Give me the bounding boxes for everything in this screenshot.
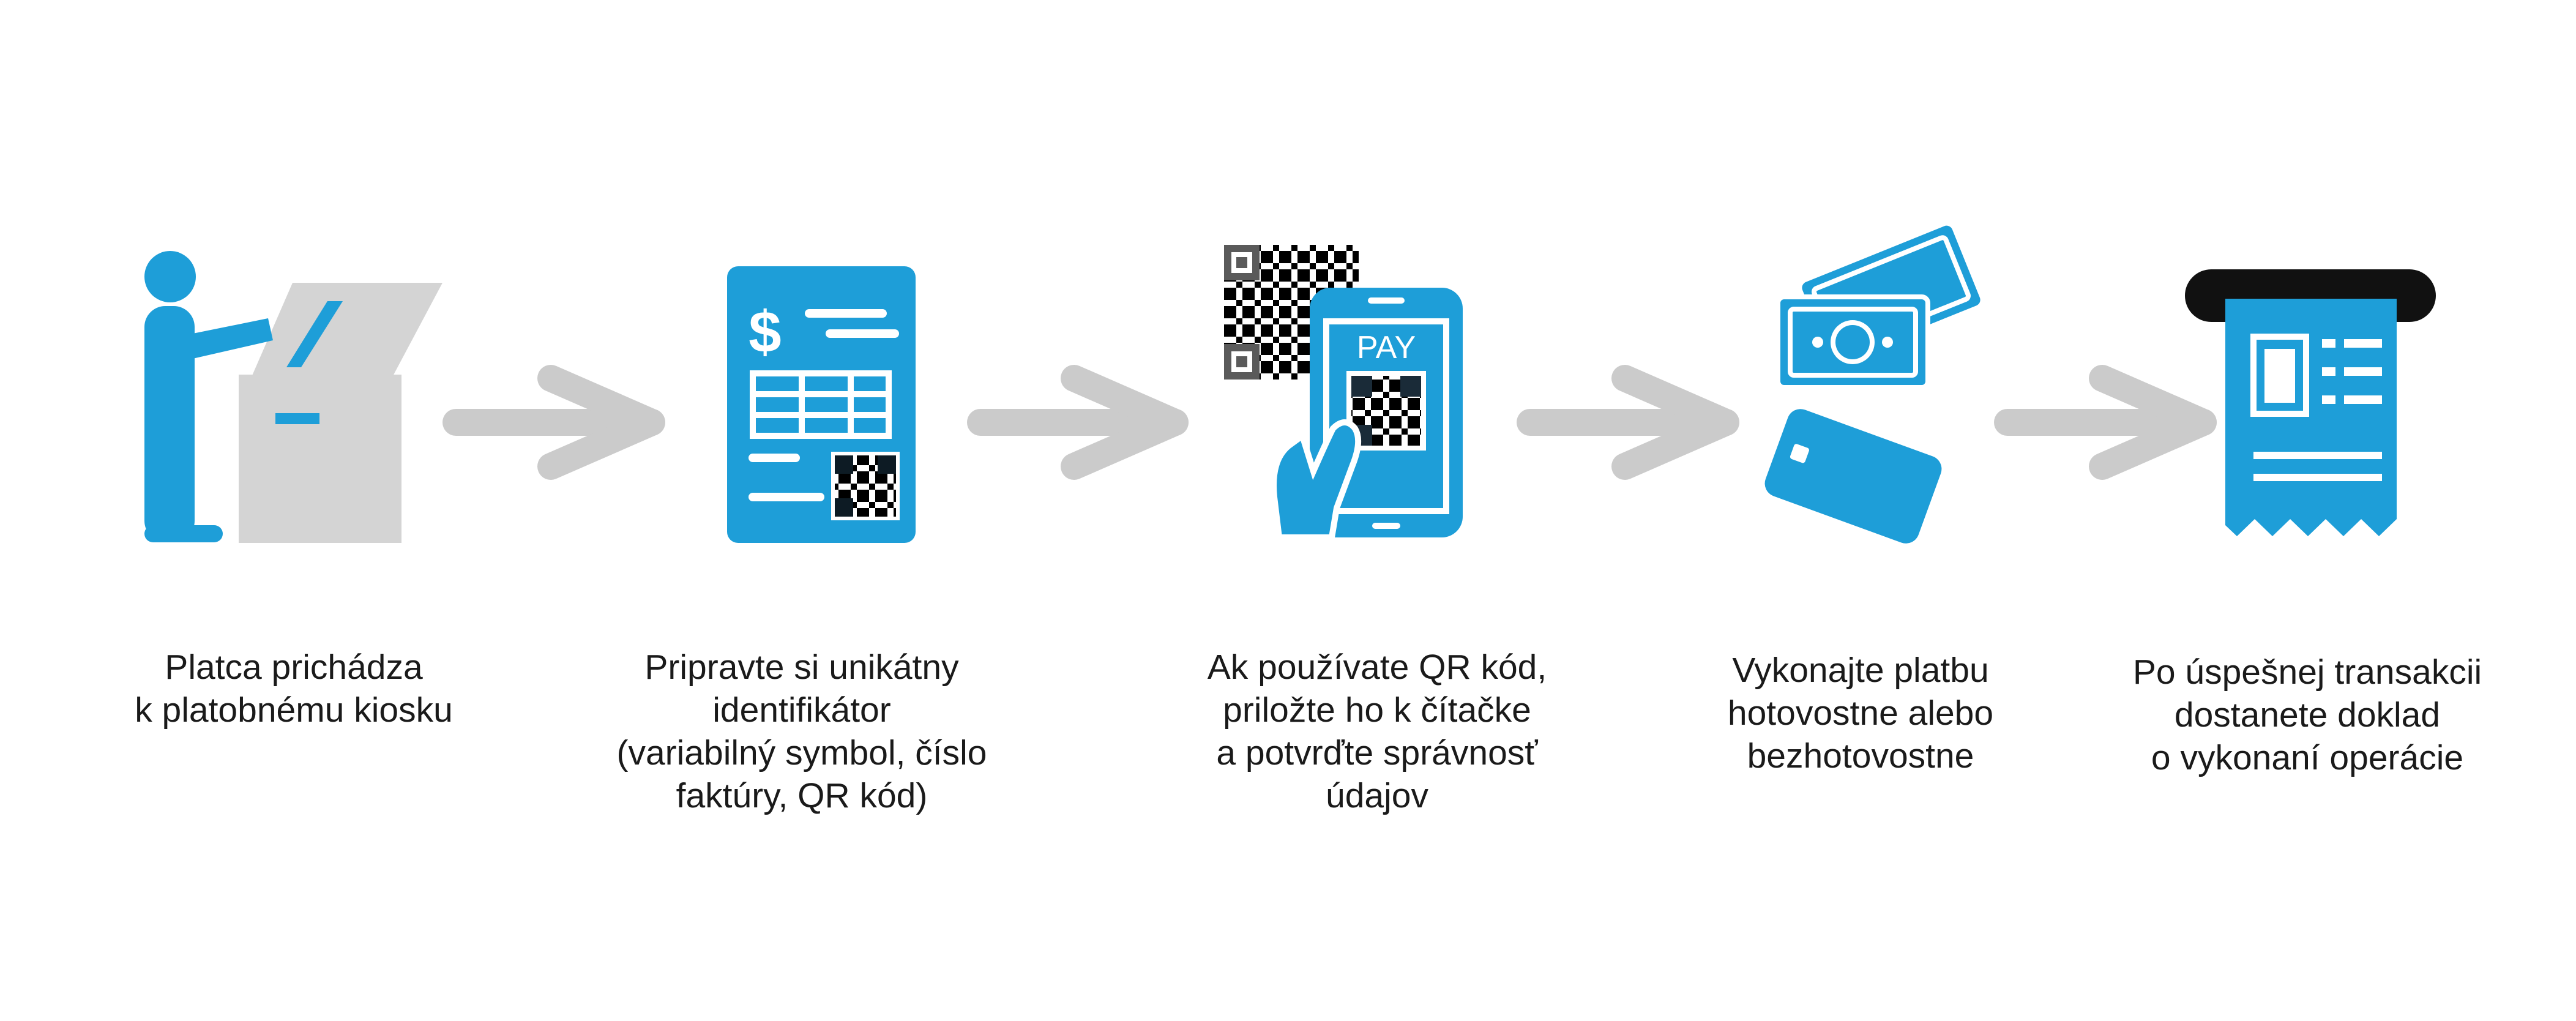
- arrow-right-icon: [1517, 365, 1739, 480]
- qr-code-icon: [831, 452, 900, 520]
- qr-code-icon: [1346, 371, 1426, 451]
- step-caption-4: Vykonajte platbu hotovostne alebo bezhot…: [1727, 651, 1994, 776]
- step-caption-3: Ak používate QR kód, priložte ho k čítač…: [1207, 648, 1547, 815]
- kiosk-shape: [239, 283, 442, 543]
- step-caption-5: Po úspešnej transakcii dostanete doklad …: [2132, 653, 2482, 777]
- person-shape: [144, 251, 273, 542]
- credit-card-shape: [1764, 409, 1942, 544]
- hand-shape: [1271, 419, 1362, 540]
- invoice-currency-label: $: [749, 299, 781, 365]
- phone-scan-qr-icon: PAY: [1224, 245, 1463, 540]
- step-caption-2: Pripravte si unikátny identifikátor (var…: [616, 648, 987, 815]
- banknotes-shape: [1775, 225, 1981, 390]
- arrow-right-icon: [967, 365, 1189, 480]
- printed-receipt-icon: [2185, 269, 2436, 536]
- arrow-right-icon: [1994, 365, 2217, 480]
- pay-label: PAY: [1357, 330, 1416, 365]
- invoice-with-qr-icon: $: [727, 266, 916, 543]
- cash-and-card-icon: [1764, 225, 1981, 544]
- person-at-kiosk-icon: [144, 251, 442, 543]
- arrow-right-icon: [442, 365, 665, 480]
- step-caption-1: Platca prichádza k platobnému kiosku: [135, 648, 453, 730]
